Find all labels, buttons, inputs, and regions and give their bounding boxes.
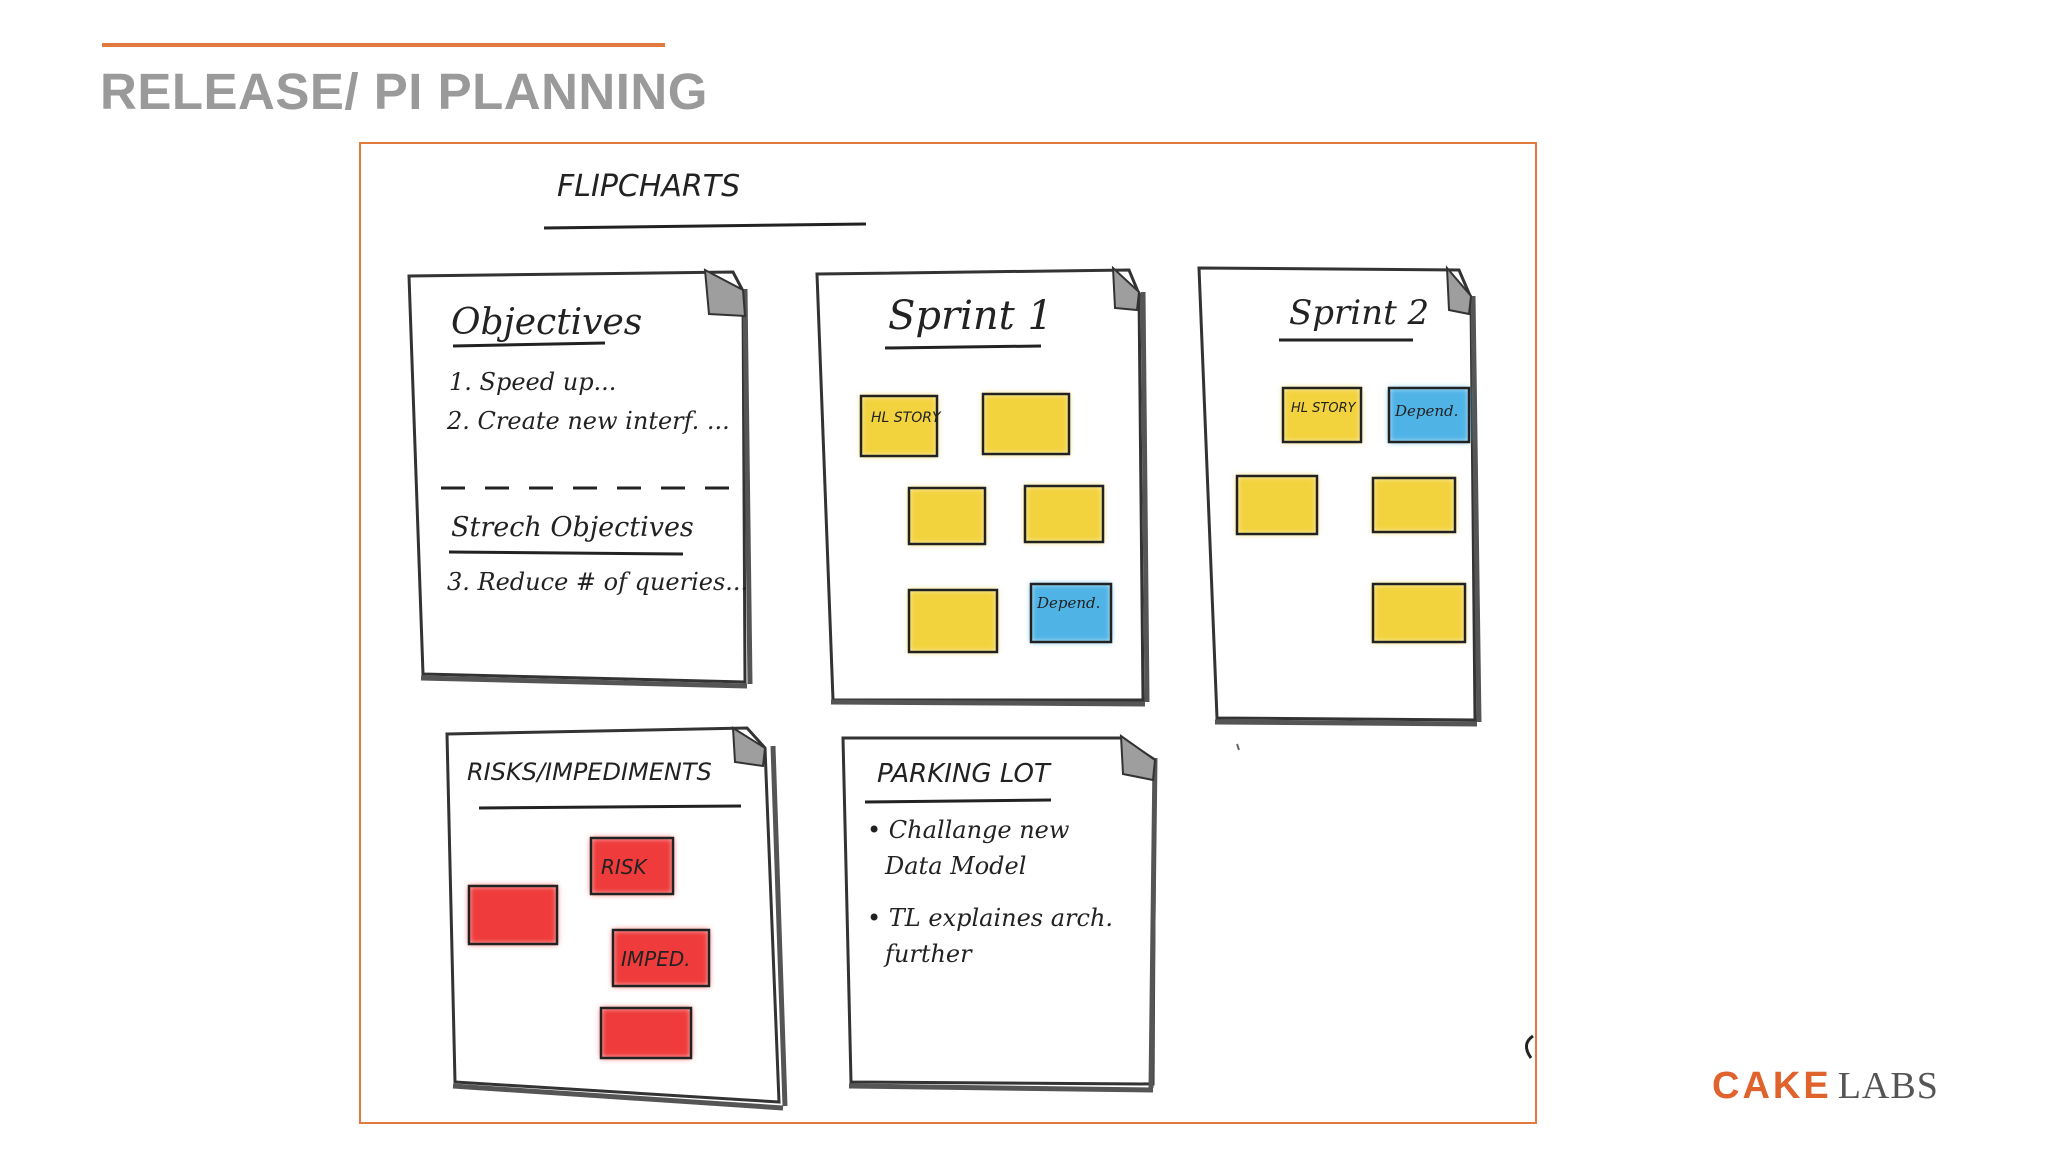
- risk-note-label: RISK: [601, 855, 648, 879]
- logo-cake-text: CAKE: [1712, 1065, 1832, 1107]
- page-curl: [703, 268, 747, 318]
- sprint1-depend-note: Depend.: [1029, 582, 1113, 644]
- objectives-sheet: Objectives 1. Speed up... 2. Create new …: [407, 268, 753, 689]
- logo-labs-text: LABS: [1837, 1065, 1939, 1107]
- objectives-title: Objectives: [451, 302, 642, 343]
- page-curl: [1111, 265, 1141, 312]
- risks-title: RISKS/IMPEDIMENTS: [467, 758, 712, 786]
- sprint1-sheet: Sprint 1 HL STORY: [815, 265, 1150, 707]
- sprint2-title: Sprint 2: [1289, 293, 1429, 333]
- risk-sticky-note: [599, 1006, 693, 1060]
- sprint1-sticky-note: [981, 392, 1071, 456]
- impediment-note-label: IMPED.: [621, 947, 691, 971]
- sprint2-sheet: Sprint 2 HL STORY Depend.: [1197, 265, 1482, 751]
- impediment-note: IMPED.: [611, 928, 711, 988]
- sprint1-sticky-note: [907, 486, 987, 546]
- sprint1-hl-story-label: HL STORY: [871, 410, 942, 426]
- pen-mark: [1525, 1034, 1534, 1059]
- flipchart-sketch: FLIPCHARTS Objectives 1. Speed up... 2. …: [407, 169, 1534, 1111]
- risks-impediments-sheet: RISKS/IMPEDIMENTS RISK IMPED.: [445, 726, 788, 1111]
- sprint2-depend-label: Depend.: [1394, 402, 1458, 420]
- stretch-objective-item-3: 3. Reduce # of queries...: [447, 568, 748, 596]
- objective-item-1: 1. Speed up...: [449, 368, 616, 396]
- risk-sticky-note: [467, 884, 559, 946]
- slide-title: RELEASE/ PI PLANNING: [100, 63, 708, 120]
- objective-item-2: 2. Create new interf. ...: [446, 407, 730, 435]
- sprint2-depend-note: Depend.: [1387, 386, 1471, 444]
- risk-note: RISK: [589, 836, 675, 896]
- sprint2-sticky-note: [1371, 582, 1467, 644]
- sprint1-sticky-note: [1023, 484, 1105, 544]
- parking-lot-sheet: PARKING LOT • Challange new Data Model •…: [841, 733, 1158, 1093]
- page-curl: [731, 726, 767, 768]
- parking-lot-title: PARKING LOT: [877, 759, 1052, 789]
- sprint1-hl-story-note: HL STORY: [859, 394, 942, 458]
- title-accent-line: [102, 43, 665, 47]
- flipchart-image-frame: FLIPCHARTS Objectives 1. Speed up... 2. …: [359, 142, 1537, 1124]
- sprint2-hl-story-label: HL STORY: [1291, 401, 1357, 416]
- sprint1-title: Sprint 1: [888, 293, 1053, 339]
- stretch-objectives-title: Strech Objectives: [451, 512, 694, 543]
- heading-underline: [543, 222, 867, 230]
- sprint2-sticky-note: [1235, 474, 1319, 536]
- sprint1-sticky-note: [907, 588, 999, 654]
- parking-item-1-line2: Data Model: [884, 852, 1026, 880]
- sprint2-sticky-note: [1371, 476, 1457, 534]
- parking-item-1-line1: • Challange new: [867, 816, 1070, 844]
- sprint2-hl-story-note: HL STORY: [1281, 386, 1363, 444]
- parking-item-2-line2: further: [883, 940, 973, 968]
- page-curl: [1445, 265, 1473, 316]
- parking-item-2-line1: • TL explaines arch.: [867, 904, 1113, 932]
- page-curl: [1119, 733, 1157, 782]
- sprint1-depend-label: Depend.: [1036, 594, 1100, 612]
- flipcharts-heading: FLIPCHARTS: [557, 169, 740, 204]
